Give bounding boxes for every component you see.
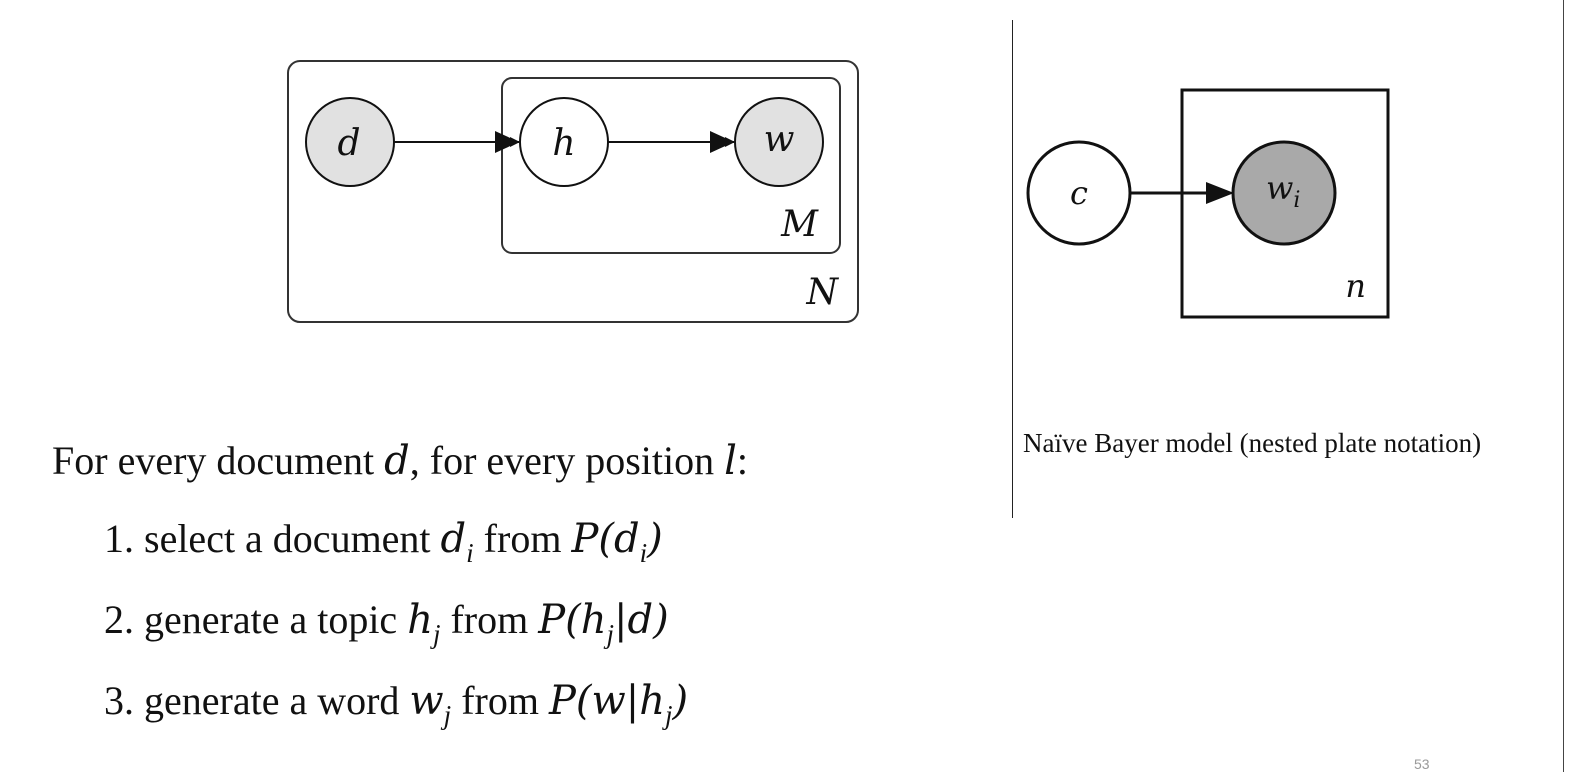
step-1-prob-sub: i	[639, 538, 648, 568]
step-3-lead: 3. generate a word	[104, 678, 410, 723]
step-3-var-sub: j	[443, 700, 452, 730]
node-w	[734, 97, 824, 187]
plate-outer	[287, 60, 859, 323]
step-2-lead: 2. generate a topic	[104, 597, 408, 642]
node-c-label: c	[1070, 174, 1088, 212]
step-3-prob-end: )	[672, 678, 689, 724]
node-wi-sub: i	[1293, 188, 1300, 213]
intro-prefix: For every document	[52, 438, 385, 483]
intro-line: For every document d, for every position…	[52, 438, 749, 484]
step-1-prob-end: )	[647, 516, 663, 562]
arrowhead-h-w	[710, 131, 734, 153]
step-1: 1. select a document di from P(di)	[104, 516, 663, 567]
step-1-prob: P(d	[571, 516, 640, 562]
step-3-var: w	[409, 678, 444, 724]
page-number: 53	[1414, 756, 1430, 772]
plate-n	[1180, 88, 1390, 319]
step-1-var-sub: i	[466, 538, 474, 568]
step-2-from: from	[440, 597, 539, 642]
right-edge-line	[1563, 0, 1564, 772]
intro-var-l: l	[724, 438, 737, 484]
step-3-prob: P(w|h	[548, 678, 665, 724]
step-1-lead: 1. select a document	[104, 516, 441, 561]
step-3: 3. generate a word wj from P(w|hj)	[104, 678, 689, 729]
node-d-label: d	[337, 123, 360, 164]
step-2-var-sub: j	[432, 619, 441, 649]
node-c	[1026, 140, 1132, 246]
intro-middle: , for every position	[409, 438, 725, 483]
step-1-from: from	[473, 516, 572, 561]
intro-var-d: d	[384, 438, 410, 484]
step-2-var: h	[407, 597, 433, 643]
step-2-prob: P(h	[538, 597, 607, 643]
node-d	[305, 97, 395, 187]
naive-bayes-plate-diagram: c wi n	[1026, 88, 1390, 319]
panel-divider	[1012, 20, 1013, 518]
node-wi	[1231, 140, 1337, 246]
step-2-prob-sub: j	[606, 619, 615, 649]
plate-inner	[501, 77, 841, 254]
node-h	[519, 97, 609, 187]
step-3-prob-sub: j	[664, 700, 673, 730]
step-1-var: d	[440, 516, 467, 562]
node-wi-base: w	[1266, 169, 1293, 207]
node-w-label: w	[764, 119, 795, 160]
arrowhead-c-w	[1206, 182, 1234, 204]
naive-bayes-caption: Naïve Bayer model (nested plate notation…	[1023, 428, 1482, 458]
intro-suffix: :	[736, 438, 749, 483]
step-2: 2. generate a topic hj from P(hj|d)	[104, 597, 669, 648]
node-h-label: h	[552, 123, 575, 164]
arrowhead-d-h	[495, 131, 519, 153]
plate-inner-label: M	[780, 204, 819, 245]
step-3-from: from	[451, 678, 549, 723]
plate-outer-label: N	[806, 272, 840, 313]
step-2-prob-end: |d)	[614, 597, 669, 643]
node-wi-label: wi	[1266, 169, 1300, 213]
plate-n-label: n	[1345, 267, 1366, 305]
